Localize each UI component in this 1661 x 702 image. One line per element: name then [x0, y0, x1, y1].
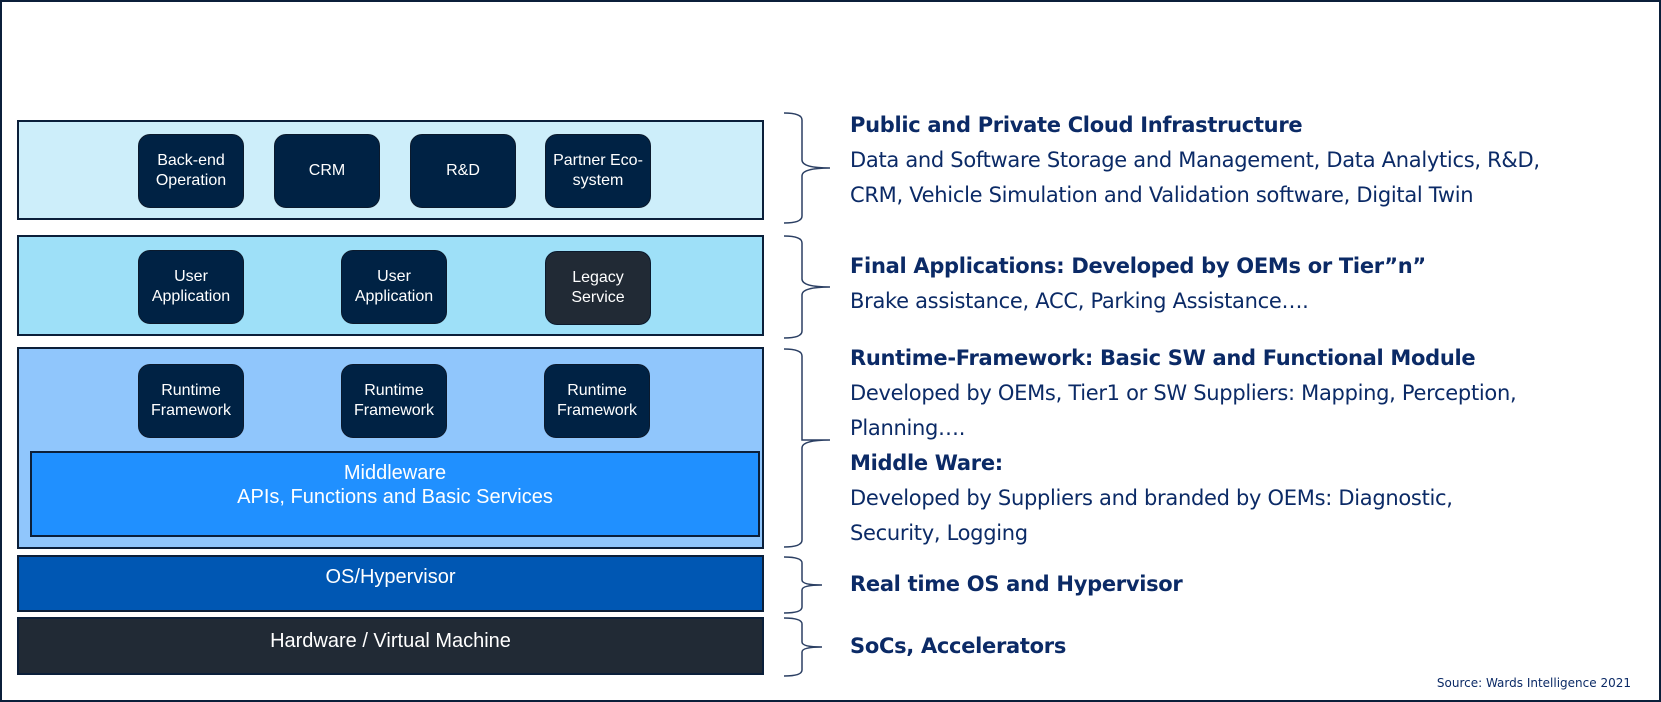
description-runtime: Runtime-Framework: Basic SW and Function… [850, 341, 1517, 551]
description-line: Planning…. [850, 416, 966, 440]
middleware-label: Middleware APIs, Functions and Basic Ser… [237, 462, 553, 508]
box-user-application: User Application [341, 250, 447, 324]
brace-runtime [782, 348, 834, 548]
description-applications: Final Applications: Developed by OEMs or… [850, 249, 1426, 319]
box-runtime-framework: Runtime Framework [138, 364, 244, 438]
description-heading: SoCs, Accelerators [850, 634, 1067, 658]
description-os: Real time OS and Hypervisor [850, 567, 1183, 602]
layer-runtime: Runtime Framework Runtime Framework Runt… [17, 347, 764, 549]
box-backend-operation: Back-end Operation [138, 134, 244, 208]
description-heading-middleware: Middle Ware: [850, 451, 1003, 475]
box-partner-ecosystem: Partner Eco- system [545, 134, 651, 208]
description-line: Brake assistance, ACC, Parking Assistanc… [850, 289, 1309, 313]
description-line: Developed by OEMs, Tier1 or SW Suppliers… [850, 381, 1517, 405]
layer-applications: User Application User Application Legacy… [17, 235, 764, 336]
box-crm: CRM [274, 134, 380, 208]
brace-os [782, 556, 834, 614]
description-heading: Real time OS and Hypervisor [850, 572, 1183, 596]
box-user-application: User Application [138, 250, 244, 324]
box-legacy-service: Legacy Service [545, 251, 651, 325]
description-heading: Runtime-Framework: Basic SW and Function… [850, 346, 1476, 370]
description-line: Security, Logging [850, 521, 1028, 545]
description-line: Developed by Suppliers and branded by OE… [850, 486, 1453, 510]
description-line: Data and Software Storage and Management… [850, 148, 1540, 172]
source-note: Source: Wards Intelligence 2021 [1436, 676, 1631, 690]
description-cloud: Public and Private Cloud Infrastructure … [850, 108, 1540, 213]
layer-hardware: Hardware / Virtual Machine [17, 617, 764, 675]
layer-os-hypervisor: OS/Hypervisor [17, 555, 764, 612]
box-rnd: R&D [410, 134, 516, 208]
description-heading: Public and Private Cloud Infrastructure [850, 113, 1303, 137]
middleware-block: Middleware APIs, Functions and Basic Ser… [30, 451, 760, 537]
os-hypervisor-label: OS/Hypervisor [325, 566, 456, 588]
description-line: CRM, Vehicle Simulation and Validation s… [850, 183, 1474, 207]
brace-hardware [782, 617, 834, 677]
brace-cloud [782, 112, 834, 224]
description-heading: Final Applications: Developed by OEMs or… [850, 254, 1426, 278]
layer-cloud: Back-end Operation CRM R&D Partner Eco- … [17, 120, 764, 220]
brace-applications [782, 235, 834, 339]
box-runtime-framework: Runtime Framework [544, 364, 650, 438]
hardware-label: Hardware / Virtual Machine [270, 630, 511, 652]
box-runtime-framework: Runtime Framework [341, 364, 447, 438]
description-hardware: SoCs, Accelerators [850, 629, 1066, 664]
